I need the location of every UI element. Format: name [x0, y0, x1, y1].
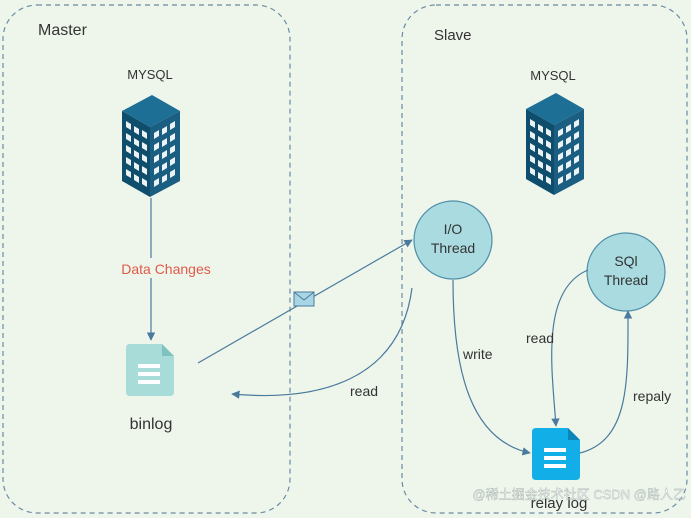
read-binlog-arrow: [231, 287, 413, 399]
read-relay-arrow: [551, 269, 589, 427]
relay-log-document-icon: [532, 428, 580, 480]
slave-server-building-icon: [526, 93, 584, 195]
replay-arrow: [579, 310, 633, 454]
write-arrow: [452, 279, 531, 456]
io-thread-label-line1: I/O: [444, 221, 463, 237]
io-thread-node: [413, 200, 493, 280]
binlog-document-icon: [126, 344, 174, 396]
master-db-label: MYSQL: [127, 67, 173, 82]
sql-thread-label-line1: SQl: [614, 253, 637, 269]
slave-title: Slave: [434, 27, 472, 44]
binlog-label: binlog: [130, 416, 173, 433]
read-binlog-label: read: [350, 383, 378, 399]
master-container: [2, 4, 291, 514]
slave-db-label: MYSQL: [530, 68, 576, 83]
watermark: @稀土掘金技术社区 CSDN @路人乙: [473, 487, 686, 502]
master-server-building-icon: [122, 95, 180, 197]
master-title: Master: [38, 22, 88, 39]
read-relay-label: read: [526, 330, 554, 346]
write-label: write: [462, 346, 493, 362]
io-thread-label-line2: Thread: [431, 240, 475, 256]
sql-thread-label-line2: Thread: [604, 272, 648, 288]
relay-log-label: relay log: [531, 495, 588, 512]
replay-label: repaly: [633, 388, 671, 404]
envelope-icon: [293, 291, 315, 307]
data-changes-label: Data Changes: [121, 261, 211, 277]
slave-container: [401, 4, 688, 514]
data-changes-label-bg: [114, 258, 218, 278]
